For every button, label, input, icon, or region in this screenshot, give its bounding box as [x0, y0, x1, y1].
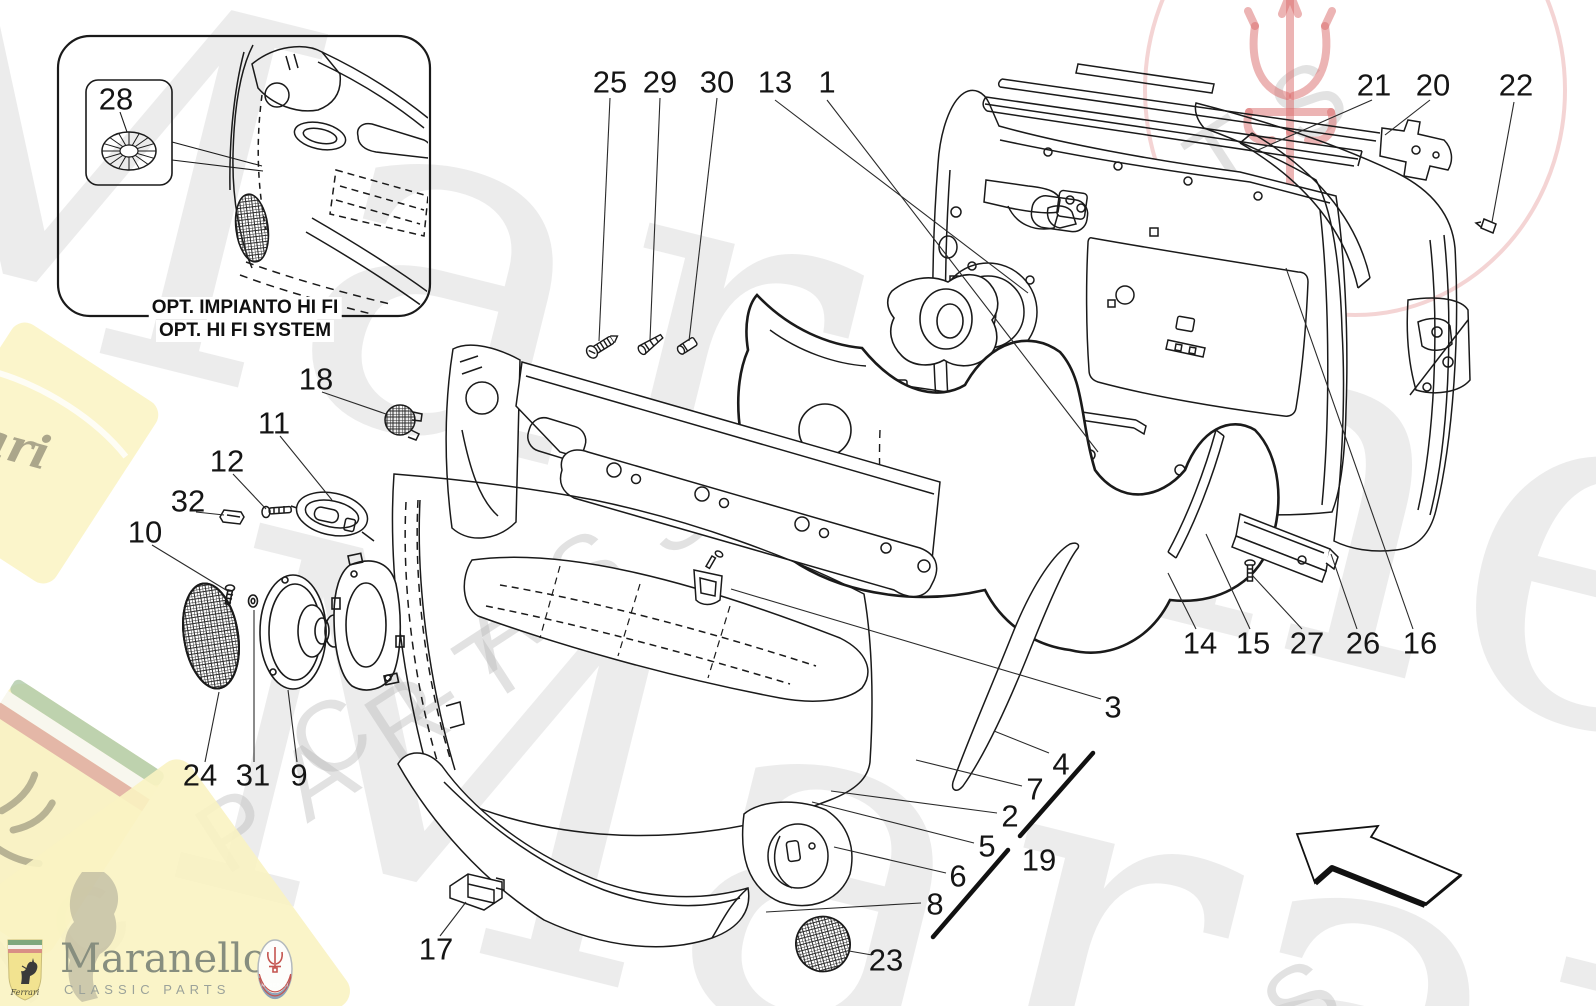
sill-trim-26 — [1231, 512, 1339, 583]
part-label-24[interactable]: 24 — [182, 757, 218, 793]
part-label-2[interactable]: 2 — [1001, 798, 1019, 834]
inset-box — [56, 34, 432, 318]
part-label-1[interactable]: 1 — [818, 64, 836, 100]
washer-31-icon — [247, 594, 259, 608]
part-label-29[interactable]: 29 — [642, 64, 678, 100]
part-label-20[interactable]: 20 — [1415, 67, 1451, 103]
door-trim-panel — [219, 344, 941, 973]
lamp-17-icon — [449, 873, 505, 911]
part-label-5[interactable]: 5 — [978, 828, 996, 864]
part-label-15[interactable]: 15 — [1235, 625, 1271, 661]
door-seal-15 — [1167, 429, 1225, 559]
part-label-23[interactable]: 23 — [868, 942, 904, 978]
part-label-22[interactable]: 22 — [1498, 67, 1534, 103]
part-label-32[interactable]: 32 — [170, 483, 206, 519]
maranello-logo[interactable]: Ferrari Maranello CLASSIC PARTS MASERATI — [0, 930, 320, 1006]
screw-12-icon — [261, 505, 298, 519]
part-label-27[interactable]: 27 — [1289, 625, 1325, 661]
screw-27-icon — [1244, 559, 1256, 582]
tweeter-18-icon — [384, 404, 423, 441]
speaker-assembly — [182, 552, 405, 691]
part-label-19[interactable]: 19 — [1021, 842, 1057, 878]
clip-3-icon — [693, 550, 724, 606]
clip-32-icon — [219, 509, 245, 525]
svg-text:Ferrari: Ferrari — [10, 988, 40, 997]
ferrari-shield-icon: Ferrari — [7, 939, 43, 1001]
part-label-6[interactable]: 6 — [949, 858, 967, 894]
part-label-31[interactable]: 31 — [235, 757, 271, 793]
part-label-7[interactable]: 7 — [1026, 771, 1044, 807]
part-label-14[interactable]: 14 — [1182, 625, 1218, 661]
inset-caption-line2: OPT. HI FI SYSTEM — [155, 320, 335, 342]
part-label-13[interactable]: 13 — [757, 64, 793, 100]
speaker-adapter-icon — [331, 552, 405, 691]
maserati-oval-icon: MASERATI — [257, 939, 293, 1000]
handle-bezel-11-icon — [295, 491, 375, 542]
pillar-trim-4 — [951, 542, 1080, 791]
grille-23-icon — [795, 915, 851, 973]
bracket-line-19 — [930, 750, 1096, 940]
part-label-8[interactable]: 8 — [926, 886, 944, 922]
logo-brand-text: Maranello — [60, 936, 267, 982]
part-label-21[interactable]: 21 — [1356, 67, 1392, 103]
speaker-grille-28-icon — [101, 131, 157, 171]
svg-text:MASERATI: MASERATI — [261, 983, 288, 988]
direction-arrow-icon — [1295, 824, 1463, 908]
window-strips — [982, 63, 1497, 235]
screw-29-icon — [637, 333, 664, 356]
part-label-30[interactable]: 30 — [699, 64, 735, 100]
part-label-12[interactable]: 12 — [209, 443, 245, 479]
part-label-4[interactable]: 4 — [1052, 746, 1070, 782]
pin-22-icon — [1474, 217, 1497, 235]
screw-25-icon — [585, 335, 619, 359]
part-label-11[interactable]: 11 — [257, 405, 291, 441]
part-label-16[interactable]: 16 — [1402, 625, 1438, 661]
logo-tagline-text: CLASSIC PARTS — [64, 982, 231, 997]
part-label-18[interactable]: 18 — [298, 361, 334, 397]
part-label-28[interactable]: 28 — [98, 81, 134, 117]
speaker-gasket-13 — [886, 273, 999, 367]
part-label-26[interactable]: 26 — [1345, 625, 1381, 661]
inset-caption-line1: OPT. IMPIANTO HI FI — [148, 297, 342, 319]
part-label-3[interactable]: 3 — [1104, 689, 1122, 725]
leader-lines — [151, 97, 1515, 956]
part-label-17[interactable]: 17 — [418, 931, 454, 967]
part-label-9[interactable]: 9 — [290, 757, 308, 793]
screw-30-icon — [676, 337, 698, 355]
part-label-10[interactable]: 10 — [127, 514, 163, 550]
screw-10-icon — [224, 584, 236, 606]
part-label-25[interactable]: 25 — [592, 64, 628, 100]
